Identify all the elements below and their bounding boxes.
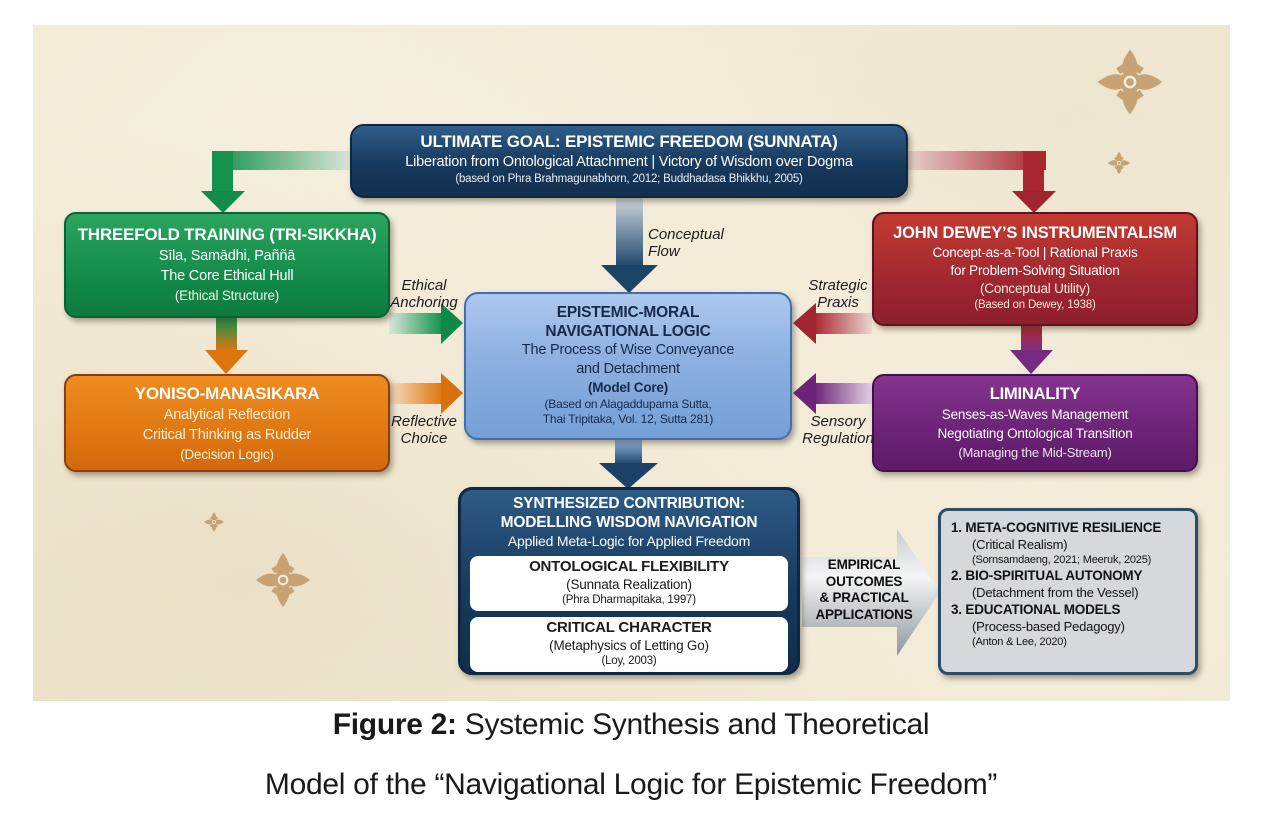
arrow-goal-to-core: [601, 198, 658, 293]
synthesized-title: SYNTHESIZED CONTRIBUTION: MODELLING WISD…: [500, 495, 758, 531]
yoniso-title: YONISO-MANASIKARA: [134, 384, 320, 403]
figure-caption-line1-text: Systemic Synthesis and Theoretical: [456, 708, 930, 741]
ultimate-goal-title: ULTIMATE GOAL: EPISTEMIC FREEDOM (SUNNAT…: [420, 132, 838, 151]
arrow-synthesized-to-outcomes: [802, 529, 940, 656]
outcome2-line: (Detachment from the Vessel): [972, 584, 1139, 600]
label-empirical-outcomes: EMPIRICAL OUTCOMES & PRACTICAL APPLICATI…: [815, 557, 913, 622]
liminality-tag: (Managing the Mid-Stream): [958, 445, 1112, 460]
core-tag: (Model Core): [587, 380, 669, 395]
box-yoniso-manasikara: YONISO-MANASIKARA Analytical Reflection …: [64, 374, 390, 472]
outcome3-line: (Process-based Pedagogy): [972, 618, 1125, 634]
outcome-item: 1. META-COGNITIVE RESILIENCE (Critical R…: [951, 519, 1189, 567]
liminality-body: Senses-as-Waves Management Negotiating O…: [937, 407, 1133, 441]
figure-caption-line2: Model of the “Navigational Logic for Epi…: [264, 768, 998, 801]
dewey-tag: (Conceptual Utility): [979, 281, 1091, 296]
card-critical-character: CRITICAL CHARACTER (Metaphysics of Letti…: [470, 617, 788, 672]
label-ethical-anchoring: Ethical Anchoring: [390, 277, 458, 311]
outcome3-citation: (Anton & Lee, 2020): [972, 636, 1067, 648]
figure-caption-number: Figure 2:: [332, 708, 457, 741]
threefold-title: THREEFOLD TRAINING (TRI-SIKKHA): [77, 225, 377, 244]
synthesized-subtitle: Applied Meta-Logic for Applied Freedom: [507, 533, 751, 549]
card1-citation: (Phra Dharmapitaka, 1997): [562, 594, 696, 606]
box-threefold-training: THREEFOLD TRAINING (TRI-SIKKHA) Sīla, Sa…: [64, 212, 390, 318]
card1-body: (Sunnata Realization): [566, 577, 692, 592]
arrow-threefold-to-yoniso: [205, 318, 248, 374]
box-empirical-outcomes: 1. META-COGNITIVE RESILIENCE (Critical R…: [938, 508, 1198, 675]
yoniso-tag: (Decision Logic): [180, 447, 274, 462]
arrow-core-to-synthesized: [599, 440, 658, 489]
outcome3-title: 3. EDUCATIONAL MODELS: [951, 602, 1121, 617]
liminality-title: LIMINALITY: [989, 385, 1081, 403]
arrow-goal-to-threefold: [201, 151, 352, 213]
yoniso-body: Analytical Reflection Critical Thinking …: [142, 407, 312, 443]
arrow-liminality-to-core: [793, 373, 872, 414]
card2-citation: (Loy, 2003): [601, 655, 657, 667]
ultimate-goal-body: Liberation from Ontological Attachment |…: [405, 154, 853, 170]
box-dewey-instrumentalism: JOHN DEWEY’S INSTRUMENTALISM Concept-as-…: [872, 212, 1198, 326]
card2-title: CRITICAL CHARACTER: [546, 619, 712, 636]
dewey-citation: (Based on Dewey, 1938): [974, 299, 1096, 311]
threefold-tag: (Ethical Structure): [174, 288, 280, 303]
arrow-dewey-to-core: [793, 303, 872, 344]
box-liminality: LIMINALITY Senses-as-Waves Management Ne…: [872, 374, 1198, 472]
outcome1-citation: (Sornsamdaeng, 2021; Meeruk, 2025): [972, 554, 1152, 566]
threefold-body: Sīla, Samādhi, Paññā The Core Ethical Hu…: [158, 248, 296, 284]
box-epistemic-moral-core: EPISTEMIC-MORAL NAVIGATIONAL LOGIC The P…: [464, 292, 792, 440]
outcome-item: 2. BIO-SPIRITUAL AUTONOMY (Detachment fr…: [951, 567, 1189, 601]
arrow-goal-to-dewey: [906, 151, 1056, 213]
figure-caption-line1: Figure 2: Systemic Synthesis and Theoret…: [0, 708, 1262, 742]
dewey-body: Concept-as-a-Tool | Rational Praxis for …: [932, 245, 1138, 278]
arrow-threefold-to-core: [389, 303, 463, 344]
label-conceptual-flow: Conceptual Flow: [648, 226, 724, 260]
label-sensory-regulation: Sensory Regulation: [802, 413, 874, 447]
arrow-yoniso-to-core: [389, 373, 463, 414]
dewey-title: JOHN DEWEY’S INSTRUMENTALISM: [893, 224, 1177, 242]
core-title: EPISTEMIC-MORAL NAVIGATIONAL LOGIC: [545, 304, 711, 340]
ultimate-goal-citation: (based on Phra Brahmagunabhorn, 2012; Bu…: [455, 173, 803, 185]
label-reflective-choice: Reflective Choice: [391, 413, 457, 447]
outcome1-title: 1. META-COGNITIVE RESILIENCE: [951, 520, 1162, 535]
card2-body: (Metaphysics of Letting Go): [549, 638, 709, 653]
outcome1-line: (Critical Realism): [972, 536, 1068, 552]
outcome-item: 3. EDUCATIONAL MODELS (Process-based Ped…: [951, 601, 1189, 649]
arrow-dewey-to-liminality: [1010, 326, 1053, 374]
core-citation: (Based on Alagaddupama Sutta, Thai Tripi…: [542, 397, 714, 426]
outcome2-title: 2. BIO-SPIRITUAL AUTONOMY: [951, 568, 1143, 583]
card-ontological-flexibility: ONTOLOGICAL FLEXIBILITY (Sunnata Realiza…: [470, 556, 788, 611]
label-strategic-praxis: Strategic Praxis: [808, 277, 868, 311]
box-synthesized-contribution: SYNTHESIZED CONTRIBUTION: MODELLING WISD…: [458, 487, 800, 675]
core-body: The Process of Wise Conveyance and Detac…: [521, 342, 735, 377]
box-ultimate-goal: ULTIMATE GOAL: EPISTEMIC FREEDOM (SUNNAT…: [350, 124, 908, 198]
card1-title: ONTOLOGICAL FLEXIBILITY: [529, 558, 729, 575]
